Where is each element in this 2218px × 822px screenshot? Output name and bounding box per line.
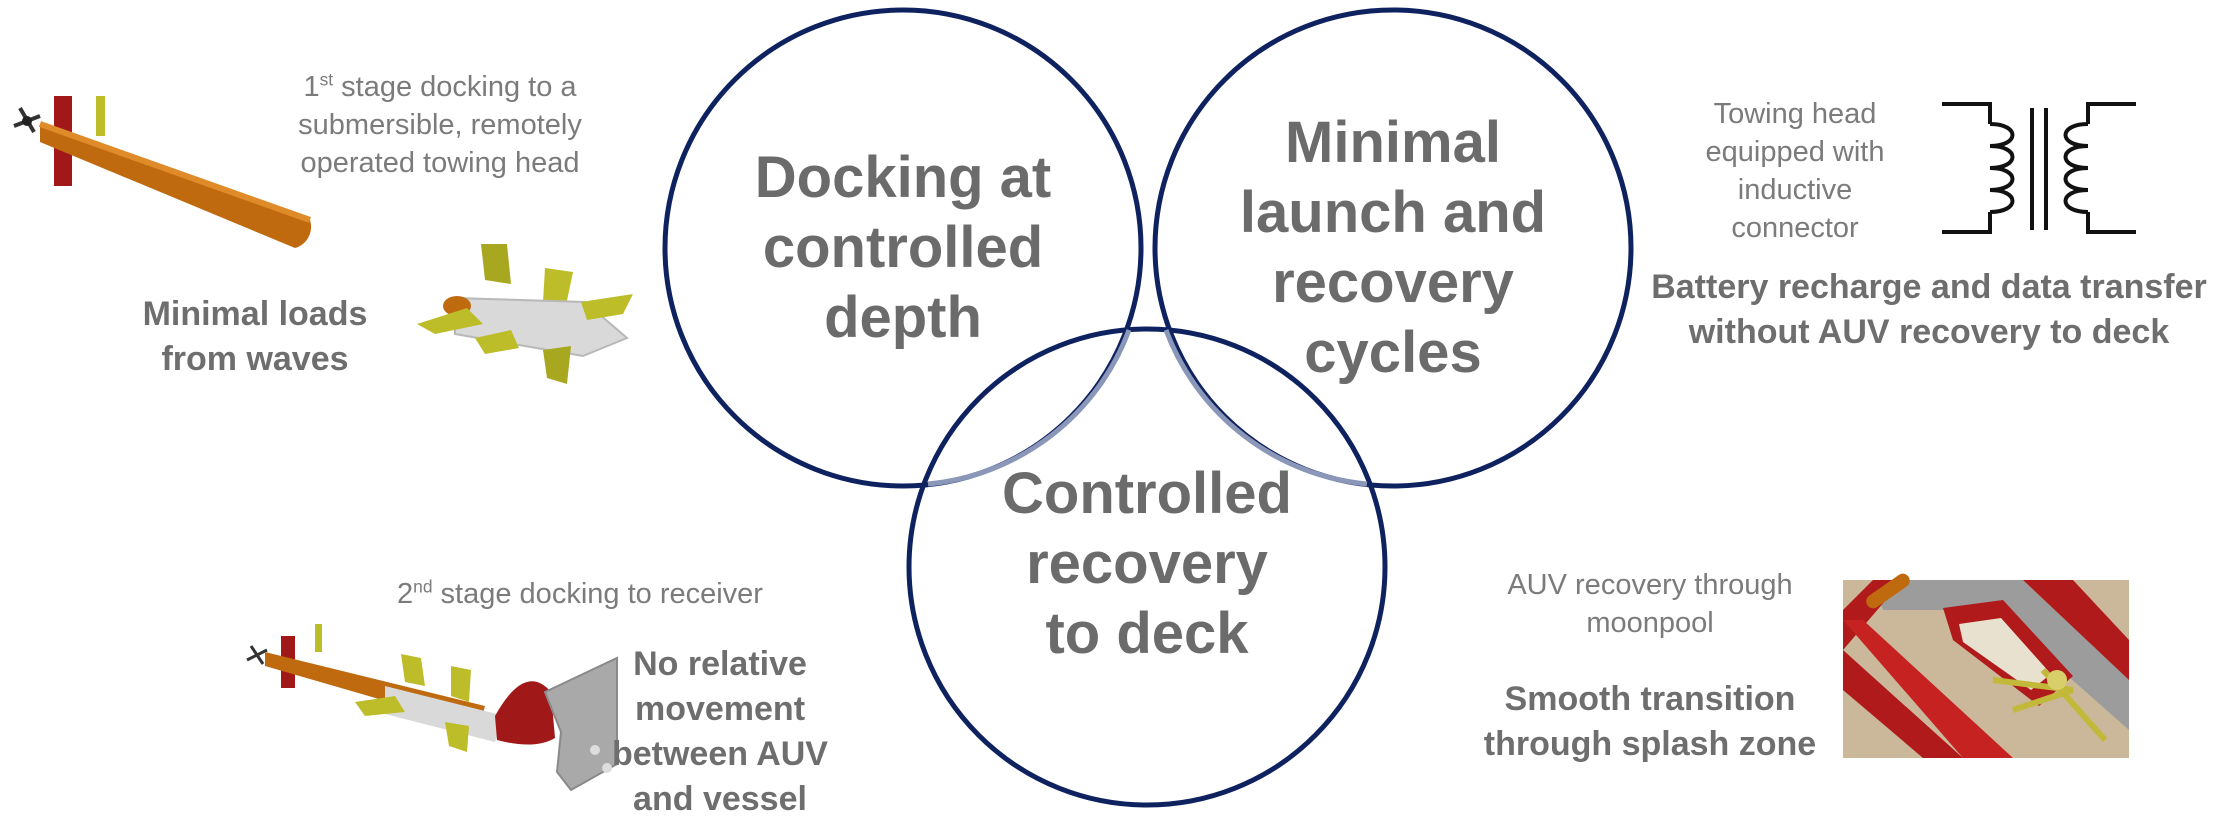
auv-illustration <box>13 96 312 248</box>
circle-docking-label: Docking at controlled depth <box>754 145 1052 350</box>
circle-recovery <box>906 326 1388 808</box>
benefit-minimal-loads: Minimal loads from waves <box>142 295 368 378</box>
moonpool-illustration <box>1843 573 2129 758</box>
receiver-docking-illustration <box>246 624 618 792</box>
towing-head-caption: Towing head equipped with inductive conn… <box>1705 98 1885 244</box>
circle-recovery-label: Controlled recovery to deck <box>1002 461 1292 666</box>
circle-docking <box>662 7 1144 489</box>
benefit-battery-recharge: Battery recharge and data transfer witho… <box>1651 268 2207 351</box>
stage1-caption: 1st stage docking to a submersible, remo… <box>298 69 582 179</box>
circle-launch <box>1152 7 1634 489</box>
towing-head-illustration <box>417 244 633 384</box>
propeller-icon <box>13 106 41 134</box>
stage2-caption: 2nd stage docking to receiver <box>397 576 763 610</box>
moonpool-caption: AUV recovery through moonpool <box>1507 569 1793 639</box>
overlap-arcs <box>927 329 1368 487</box>
benefit-smooth-transition: Smooth transition through splash zone <box>1483 680 1817 763</box>
benefit-no-relative-movement: No relative movement between AUV and ves… <box>611 645 828 818</box>
circle-launch-label: Minimal launch and recovery cycles <box>1239 110 1547 385</box>
inductive-transformer-icon <box>1942 102 2136 234</box>
